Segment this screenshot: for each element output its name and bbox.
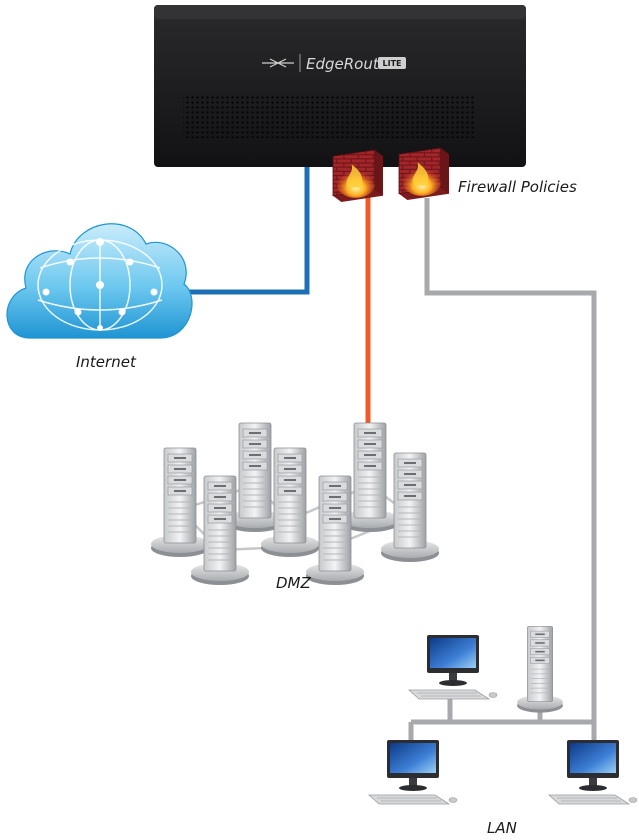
wan-link xyxy=(185,167,310,295)
tower-server-icon xyxy=(380,452,440,563)
dmz-server-cluster xyxy=(150,422,440,586)
router-lite-badge xyxy=(378,57,406,69)
lan-trunk-link xyxy=(424,198,597,742)
router-lite-badge-text: LITE xyxy=(383,59,402,68)
firewall-policies-label: Firewall Policies xyxy=(458,178,577,196)
router-device-icon: EdgeRouter LITE xyxy=(154,5,526,167)
lan-workstation-top-icon xyxy=(408,634,498,700)
router-brand-edge: Edge xyxy=(306,55,344,73)
firewall-lan-icon xyxy=(398,147,450,201)
internet-label: Internet xyxy=(76,353,137,371)
lan-workstation-left-icon xyxy=(368,739,458,805)
lan-workstation-right-icon xyxy=(548,739,638,805)
firewall-dmz-icon xyxy=(332,149,384,203)
ubiquiti-logo-icon xyxy=(262,54,301,72)
dmz-label: DMZ xyxy=(276,574,311,592)
lan-label: LAN xyxy=(487,819,517,837)
lan-server-icon xyxy=(516,625,564,714)
cloud-globe-icon xyxy=(6,223,193,339)
lan-links xyxy=(408,693,594,742)
